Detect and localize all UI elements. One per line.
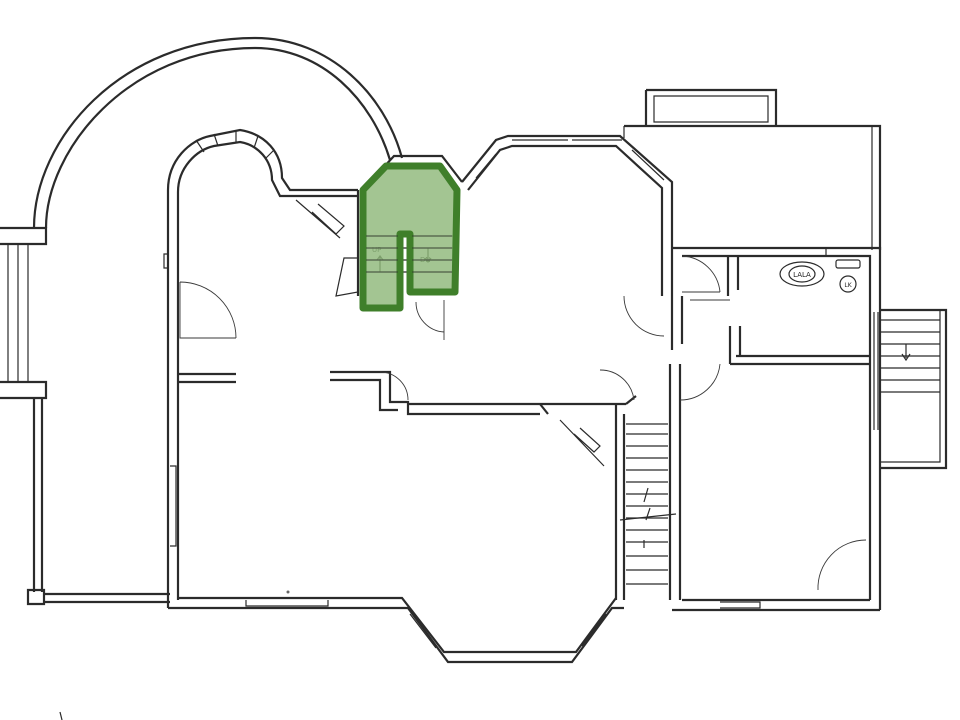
main-stair-overlay	[366, 235, 452, 273]
toilet-label: LALA	[793, 271, 811, 279]
scan-marks	[59, 590, 290, 720]
interior-walls	[163, 253, 870, 600]
door-swings	[179, 255, 867, 591]
rear-stair	[619, 423, 677, 585]
bathroom-fixtures: LALA LK	[779, 259, 861, 293]
exterior-stair-right	[873, 308, 948, 470]
sink-fixture	[839, 275, 857, 293]
exterior-walls	[166, 88, 882, 664]
veranda-arc	[32, 36, 404, 229]
built-in-cabinets	[295, 199, 605, 467]
sink-label: LK	[844, 282, 852, 289]
veranda-railing	[0, 226, 170, 606]
toilet-fixture	[779, 261, 825, 287]
highlighted-stair-region[interactable]	[359, 162, 461, 312]
